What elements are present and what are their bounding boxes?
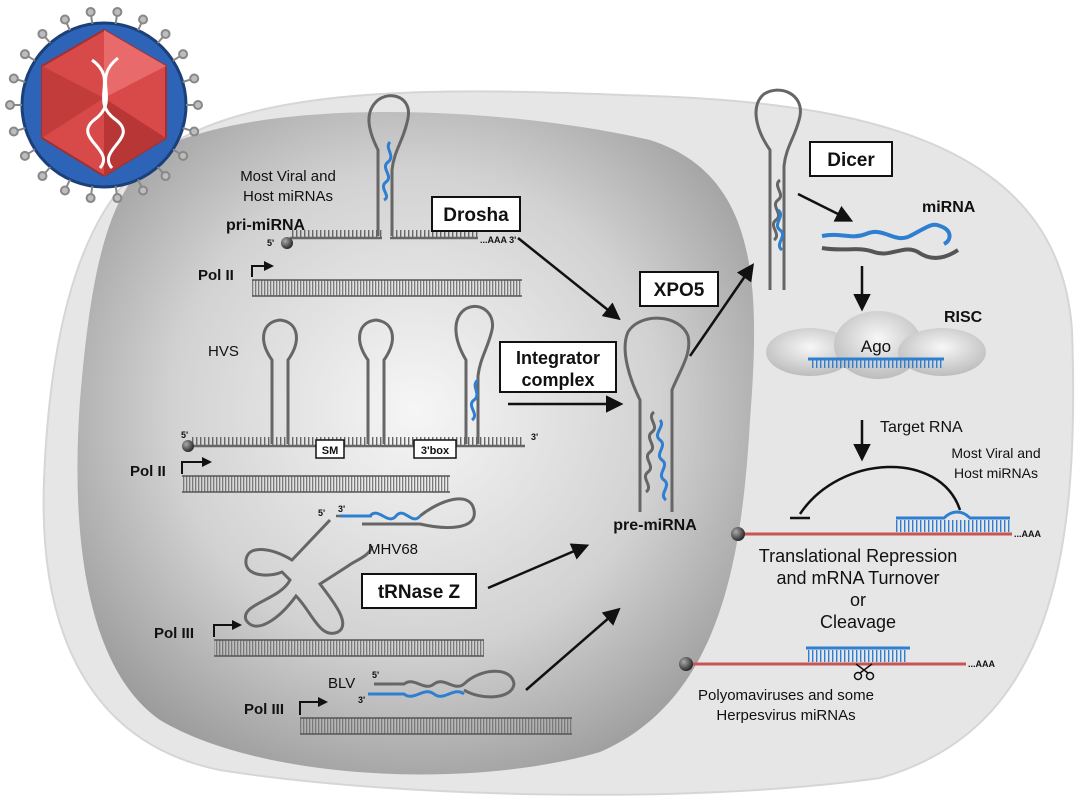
- cleavage-mrna: [679, 646, 966, 671]
- hvs-structure: [182, 304, 525, 459]
- virus-spike-tip: [178, 150, 189, 161]
- label-5prime-b: 5': [181, 430, 188, 440]
- label-outcome-3: or: [850, 590, 866, 610]
- label-pri-mirna: pri-miRNA: [226, 217, 306, 234]
- virus-spike-tip: [160, 171, 171, 182]
- sm-box: [315, 439, 345, 459]
- virus-spike-tip: [37, 171, 48, 182]
- pol2-dna-b: [181, 457, 450, 493]
- drosha-box: [431, 196, 521, 232]
- label-3prime-c: 3': [338, 504, 345, 514]
- label-outcome-1: Translational Repression: [759, 546, 957, 566]
- virus-spike-tip: [178, 49, 189, 60]
- label-pol2-a: Pol II: [198, 267, 234, 284]
- dicer-box: [809, 141, 893, 177]
- label-drosha: Drosha: [443, 205, 509, 226]
- virus-icon: [5, 6, 203, 204]
- label-threebox: 3'box: [421, 445, 450, 457]
- xpo5-box: [639, 271, 719, 307]
- label-hvs: HVS: [208, 343, 239, 360]
- label-risc: RISC: [944, 309, 983, 326]
- virus-spike-tip: [138, 14, 149, 25]
- pri-mirna-structure: [281, 94, 478, 249]
- label-pol3-b: Pol III: [244, 701, 284, 718]
- virus-spike-tip: [19, 150, 30, 161]
- label-3prime-b: 3': [531, 432, 538, 442]
- integrator-box: [499, 341, 617, 393]
- label-xpo5: XPO5: [654, 280, 705, 301]
- label-target-rna: Target RNA: [880, 419, 963, 436]
- virus-spike-tip: [59, 14, 70, 25]
- label-polya-b: ...AAA: [1014, 529, 1042, 539]
- virus-spike-tip: [59, 185, 70, 196]
- mhv68-trna-structure: [244, 497, 476, 635]
- virus-spike-tip: [160, 28, 171, 39]
- label-ago: Ago: [861, 337, 891, 356]
- virus-spike-tip: [193, 100, 203, 110]
- virus-spike-tip: [138, 185, 149, 196]
- label-polyoma-1: Polyomaviruses and some: [698, 687, 874, 704]
- label-polya-a: ...AAA 3': [480, 235, 516, 245]
- virus-spike-tip: [5, 100, 15, 110]
- label-pol2-b: Pol II: [130, 463, 166, 480]
- label-integrator-1: Integrator: [516, 348, 600, 368]
- virus-spike-tip: [189, 126, 200, 137]
- label-dicer: Dicer: [827, 150, 875, 171]
- cytoplasmic-pre-mirna: [754, 88, 802, 290]
- virus-spike-tip: [112, 6, 123, 17]
- label-sm: SM: [322, 445, 339, 457]
- arrow-dicer-to-mirna: [797, 192, 854, 222]
- label-outcome-4: Cleavage: [820, 612, 896, 632]
- label-pre-mirna: pre-miRNA: [613, 517, 697, 534]
- arrow-drosha-to-pre: [517, 237, 621, 321]
- label-5prime-c: 5': [318, 508, 325, 518]
- virus-spike-tip: [85, 6, 96, 17]
- arrow-trnase-to-pre: [487, 543, 590, 590]
- label-integrator-2: complex: [521, 370, 594, 390]
- label-outcome-2: and mRNA Turnover: [776, 568, 939, 588]
- mirna-duplex: [821, 222, 960, 260]
- process-arrows: [487, 192, 871, 691]
- virus-spike-tip: [8, 126, 19, 137]
- label-blv: BLV: [328, 675, 355, 692]
- pol3-dna-a: [213, 620, 484, 657]
- label-most-viral-host-top-1: Most Viral and: [240, 168, 336, 185]
- virus-spike-tip: [112, 193, 123, 204]
- label-trnase: tRNase Z: [378, 582, 461, 603]
- virus-spike-tip: [37, 28, 48, 39]
- label-5prime-d: 5': [372, 670, 379, 680]
- arrow-blv-to-pre: [525, 607, 621, 691]
- label-mirna: miRNA: [922, 199, 976, 216]
- blv-structure: [368, 669, 516, 699]
- scissors-icon: [853, 663, 875, 681]
- virus-spike-tip: [189, 73, 200, 84]
- label-mhv68: MHV68: [368, 541, 418, 558]
- risc-ago-complex: [766, 311, 986, 379]
- threebox-box: [413, 439, 457, 459]
- target-mrna-repression: [731, 465, 1012, 541]
- virus-spike-tip: [8, 73, 19, 84]
- pol2-dna-a: [251, 261, 522, 297]
- virus-spike-tip: [19, 49, 30, 60]
- label-most-viral-host-top-2: Host miRNAs: [243, 188, 333, 205]
- label-pol3-a: Pol III: [154, 625, 194, 642]
- virus-spike-tip: [85, 193, 96, 204]
- label-most-viral-host-right-2: Host miRNAs: [954, 465, 1038, 481]
- label-most-viral-host-right-1: Most Viral and: [951, 445, 1040, 461]
- pre-mirna-hairpin: [623, 316, 691, 512]
- pol3-dna-b: [299, 697, 572, 735]
- label-5prime-a: 5': [267, 238, 274, 248]
- arrow-pre-export: [688, 263, 754, 357]
- trnase-box: [361, 573, 477, 609]
- label-polyoma-2: Herpesvirus miRNAs: [716, 707, 855, 724]
- label-polya-c: ...AAA: [968, 659, 996, 669]
- label-3prime-d: 3': [358, 695, 365, 705]
